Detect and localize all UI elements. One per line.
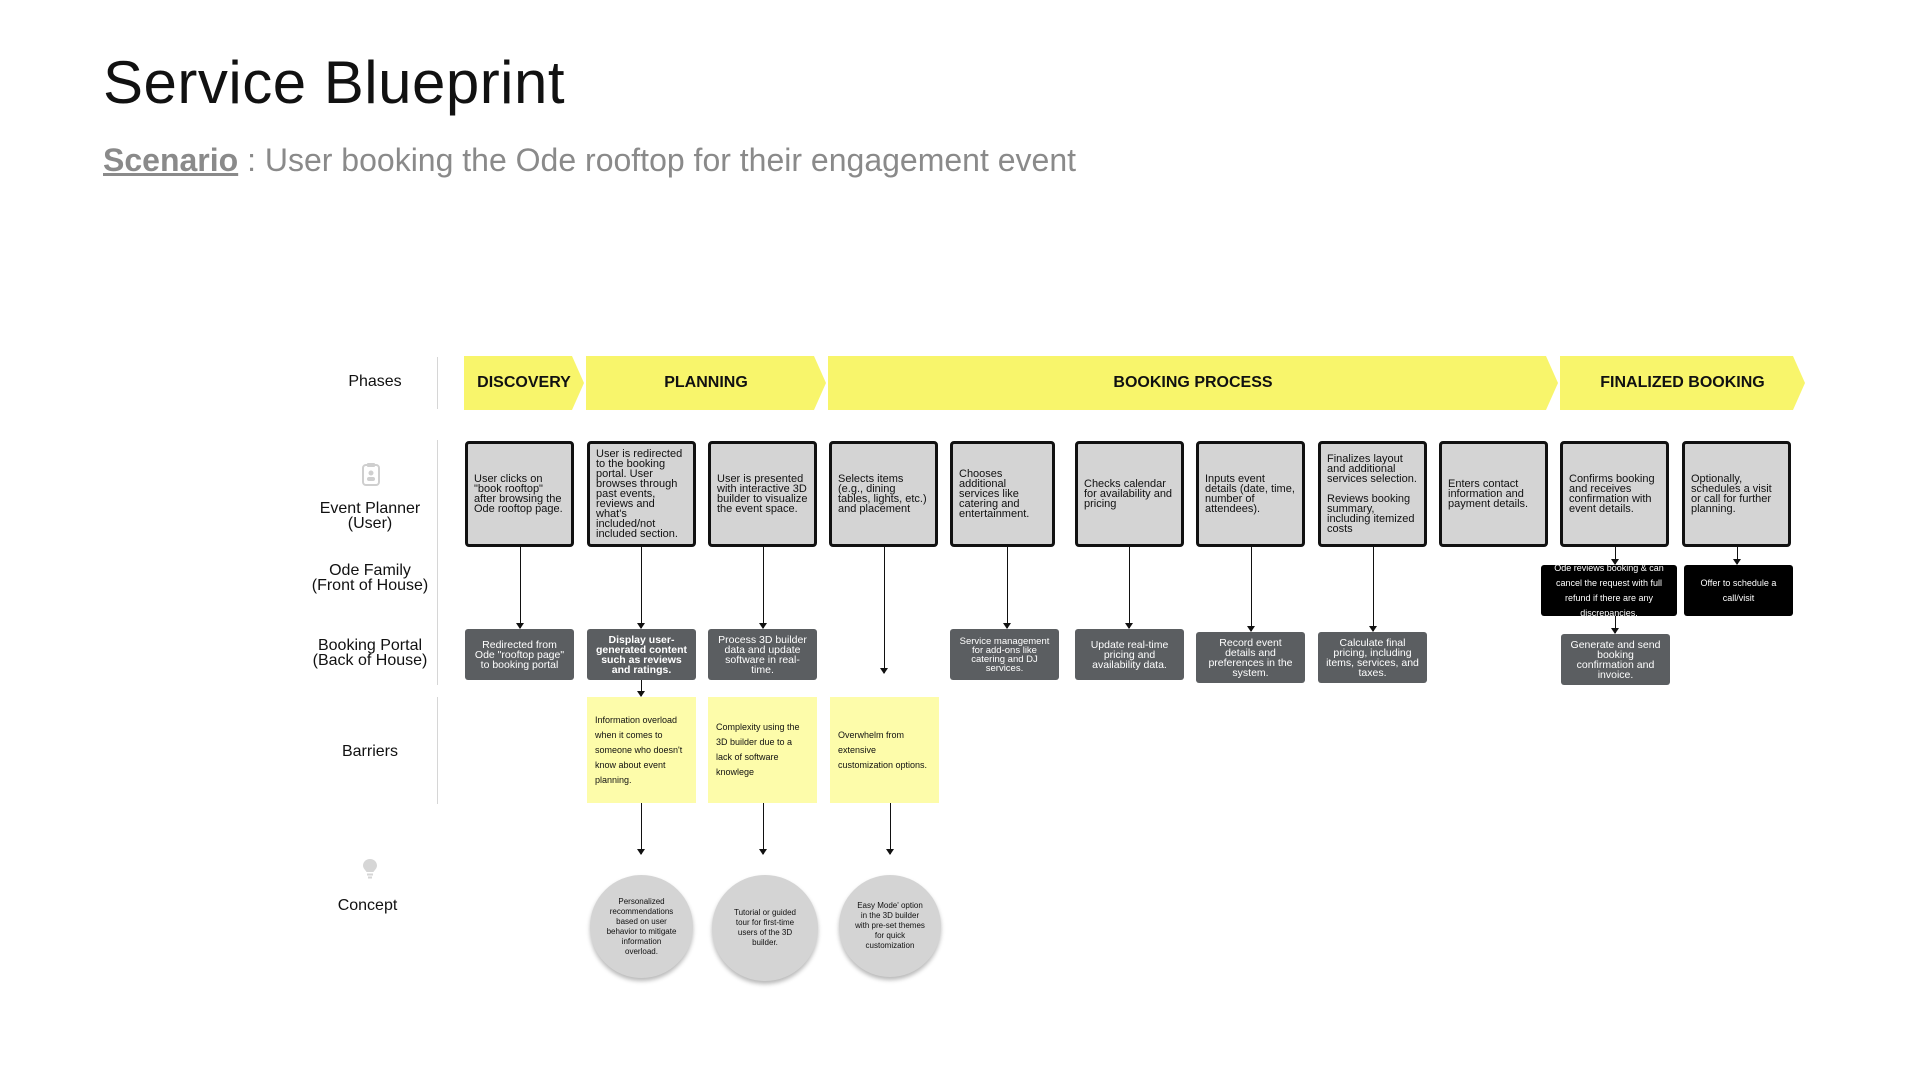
barrier-card: Complexity using the 3D builder due to a…: [708, 697, 817, 803]
row-label-barriers: Barriers: [341, 743, 398, 760]
back-of-house-card: Process 3D builder data and update softw…: [708, 629, 817, 680]
page-title: Service Blueprint: [103, 49, 566, 116]
action-card: Finalizes layout and additional services…: [1318, 441, 1427, 547]
action-card: Optionally, schedules a visit or call fo…: [1682, 441, 1791, 547]
back-of-house-card: Update real-time pricing and availabilit…: [1075, 629, 1184, 680]
back-of-house-card: Generate and send booking confirmation a…: [1561, 634, 1670, 685]
back-of-house-card: Record event details and preferences in …: [1196, 632, 1305, 683]
arrow-connector: [1247, 547, 1255, 632]
action-card: Chooses additional services like caterin…: [950, 441, 1055, 547]
barrier-card: Information overload when it comes to so…: [587, 697, 696, 803]
scenario-text: : User booking the Ode rooftop for their…: [238, 142, 1077, 178]
action-card: Enters contact information and payment d…: [1439, 441, 1548, 547]
row-label-concept: Concept: [337, 897, 398, 914]
concept-circle: Easy Mode' option in the 3D builder with…: [839, 875, 941, 977]
phase-discovery: DISCOVERY: [464, 356, 584, 410]
concept-circle: Tutorial or guided tour for first-time u…: [712, 875, 818, 981]
arrow-connector: [1611, 547, 1619, 565]
back-of-house-card: Service management for add-ons like cate…: [950, 629, 1059, 680]
lightbulb-icon: [362, 858, 378, 885]
action-card: User is presented with interactive 3D bu…: [708, 441, 817, 547]
arrow-connector: [886, 803, 894, 855]
divider-barriers: [437, 697, 438, 804]
arrow-connector: [516, 547, 524, 629]
row-label-back-line1: Booking Portal: [317, 637, 423, 654]
row-label-back-line2: (Back of House): [312, 652, 428, 669]
arrow-connector: [637, 547, 645, 629]
row-label-phases: Phases: [348, 373, 402, 390]
phase-planning: PLANNING: [586, 356, 826, 410]
action-card: Checks calendar for availability and pri…: [1075, 441, 1184, 547]
arrow-connector: [1369, 547, 1377, 632]
row-label-user-line2: (User): [347, 515, 393, 532]
row-label-front-line2: (Front of House): [311, 577, 429, 594]
arrow-connector: [759, 547, 767, 629]
action-card: User clicks on "book rooftop" after brow…: [465, 441, 574, 547]
arrow-connector: [1003, 547, 1011, 629]
back-of-house-card: Calculate final pricing, including items…: [1318, 632, 1427, 683]
row-label-front: Ode Family(Front of House): [300, 562, 440, 594]
front-of-house-card: Ode reviews booking & can cancel the req…: [1541, 563, 1677, 618]
phase-booking-process: BOOKING PROCESS: [828, 356, 1558, 410]
arrow-connector: [880, 547, 888, 674]
scenario-line: Scenario : User booking the Ode rooftop …: [103, 142, 1076, 179]
concept-circle: Personalized recommendations based on us…: [590, 875, 693, 978]
row-label-back: Booking Portal(Back of House): [300, 637, 440, 669]
row-label-user: Event Planner(User): [310, 500, 430, 532]
arrow-connector: [1733, 547, 1741, 565]
divider-phases: [437, 357, 438, 409]
arrow-connector: [637, 680, 645, 697]
scenario-label: Scenario: [103, 142, 239, 178]
barrier-card: Overwhelm from extensive customization o…: [830, 697, 939, 803]
action-card: Inputs event details (date, time, number…: [1196, 441, 1305, 547]
back-of-house-card: Display user-generated content such as r…: [587, 629, 696, 680]
action-card: User is redirected to the booking portal…: [587, 441, 696, 547]
action-card: Confirms booking and receives confirmati…: [1560, 441, 1669, 547]
divider-actions: [437, 440, 438, 685]
front-of-house-card: Offer to schedule a call/visit: [1684, 565, 1793, 616]
arrow-connector: [1611, 616, 1619, 634]
row-label-front-line1: Ode Family: [329, 562, 411, 579]
phase-finalized-booking: FINALIZED BOOKING: [1560, 356, 1805, 410]
action-card: Selects items (e.g., dining tables, ligh…: [829, 441, 938, 547]
clipboard-icon: [362, 462, 380, 491]
arrow-connector: [637, 803, 645, 855]
arrow-connector: [759, 803, 767, 855]
back-of-house-card: Redirected from Ode "rooftop page" to bo…: [465, 629, 574, 680]
arrow-connector: [1125, 547, 1133, 629]
row-label-user-line1: Event Planner: [319, 500, 421, 517]
